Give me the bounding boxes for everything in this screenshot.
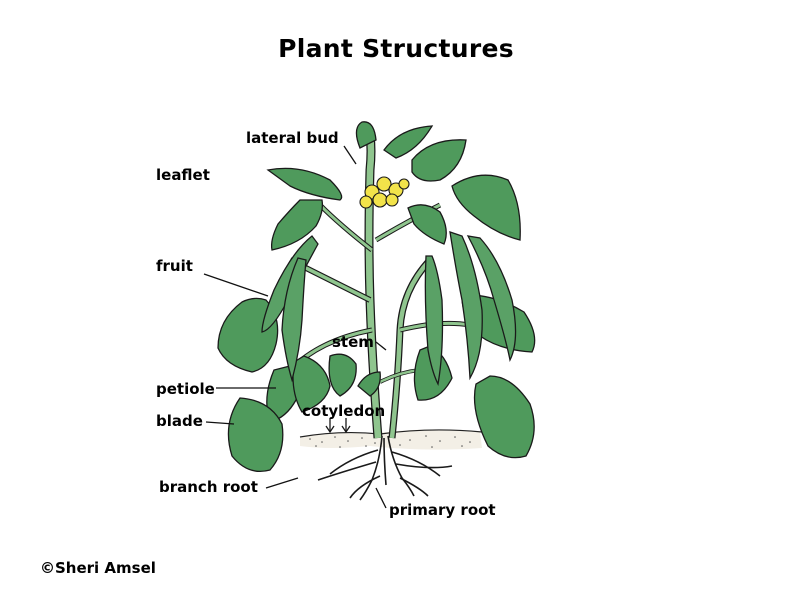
- label-blade: blade: [156, 412, 203, 430]
- label-branch-root: branch root: [159, 478, 258, 496]
- label-fruit: fruit: [156, 257, 193, 275]
- label-stem: stem: [332, 333, 374, 351]
- label-petiole: petiole: [156, 380, 215, 398]
- label-cotyledon: cotyledon: [302, 402, 385, 420]
- label-lateral-bud: lateral bud: [246, 129, 339, 147]
- label-leaflet: leaflet: [156, 166, 210, 184]
- label-primary-root: primary root: [389, 501, 496, 519]
- cotyledon-arrows: [326, 418, 350, 432]
- copyright-credit: ©Sheri Amsel: [40, 559, 156, 577]
